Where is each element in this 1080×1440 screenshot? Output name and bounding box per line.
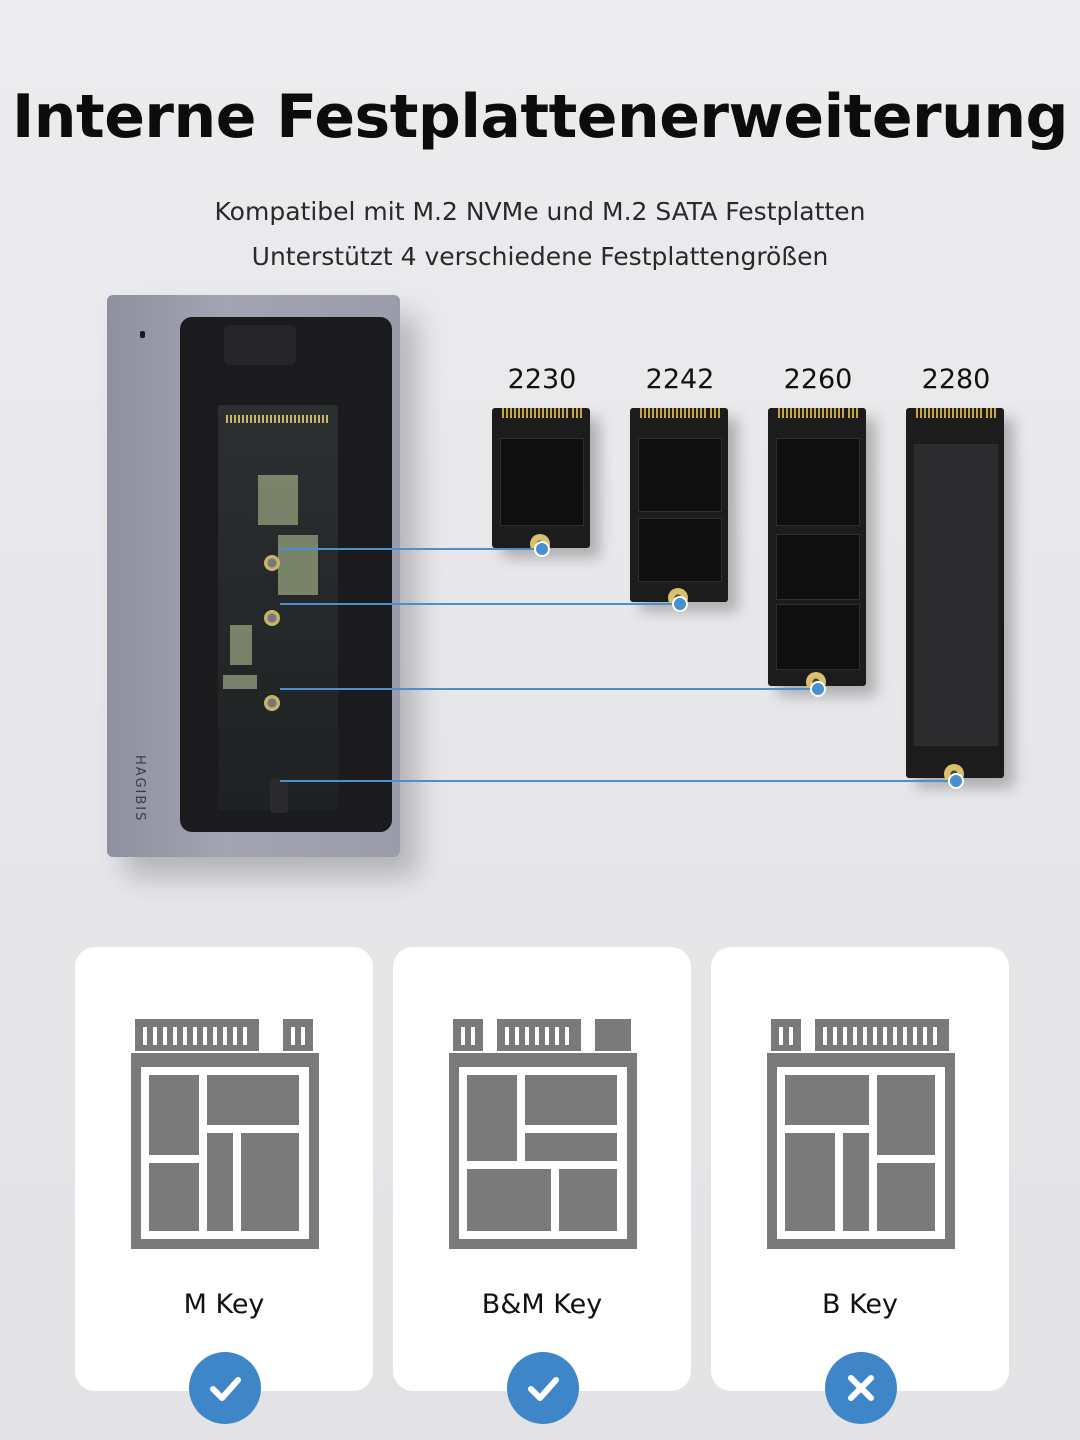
board-chip — [258, 475, 298, 525]
connector-dot-2280 — [948, 773, 964, 789]
ssd-2280-image — [906, 408, 1004, 784]
circuit-board — [218, 405, 338, 810]
drive-tray — [180, 317, 392, 832]
bm-key-connector-icon — [449, 1019, 637, 1249]
connector-line-2230 — [280, 548, 542, 550]
ssd-size-label-2280: 2280 — [921, 364, 991, 395]
supported-badge-bm — [507, 1352, 579, 1424]
x-icon — [848, 1375, 874, 1401]
supported-badge-m — [189, 1352, 261, 1424]
board-chip — [230, 625, 252, 665]
connector-line-2260 — [280, 688, 818, 690]
key-label-m: M Key — [183, 1289, 265, 1320]
check-icon — [528, 1377, 559, 1401]
check-icon — [210, 1377, 241, 1401]
connector-dot-2242 — [672, 596, 688, 612]
screw-hole-2260 — [264, 695, 280, 711]
unsupported-badge-b — [825, 1352, 897, 1424]
connector-dot-2260 — [810, 681, 826, 697]
screw-hole-2242 — [264, 610, 280, 626]
key-label-b: B Key — [821, 1289, 899, 1320]
key-card-m: M Key — [75, 947, 373, 1391]
screw-post-2280 — [270, 779, 288, 813]
screw-hole-2230 — [264, 555, 280, 571]
ssd-2230-image — [492, 408, 590, 554]
connector-line-2242 — [280, 603, 680, 605]
subtitle-compatibility: Kompatibel mit M.2 NVMe und M.2 SATA Fes… — [214, 197, 866, 226]
m2-slot — [226, 415, 330, 423]
ssd-size-label-2230: 2230 — [507, 364, 577, 395]
key-card-bm: B&M Key — [393, 947, 691, 1391]
subtitle-sizes: Unterstützt 4 verschiedene Festplattengr… — [251, 242, 829, 271]
ssd-2260-image — [768, 408, 866, 692]
tray-latch — [224, 325, 296, 365]
ssd-size-label-2242: 2242 — [645, 364, 715, 395]
board-chip — [278, 535, 318, 595]
m-key-connector-icon — [131, 1019, 319, 1249]
key-card-b: B Key — [711, 947, 1009, 1391]
page-title: Interne Festplattenerweiterung — [11, 82, 1069, 152]
ssd-enclosure: HAGIBIS — [107, 295, 400, 857]
brand-logo: HAGIBIS — [132, 755, 147, 823]
ssd-2242-image — [630, 408, 728, 608]
board-chip — [223, 675, 257, 689]
key-label-bm: B&M Key — [481, 1289, 603, 1320]
connector-line-2280 — [280, 780, 956, 782]
status-led — [140, 331, 145, 338]
connector-dot-2230 — [534, 541, 550, 557]
ssd-size-label-2260: 2260 — [783, 364, 853, 395]
b-key-connector-icon — [767, 1019, 955, 1249]
